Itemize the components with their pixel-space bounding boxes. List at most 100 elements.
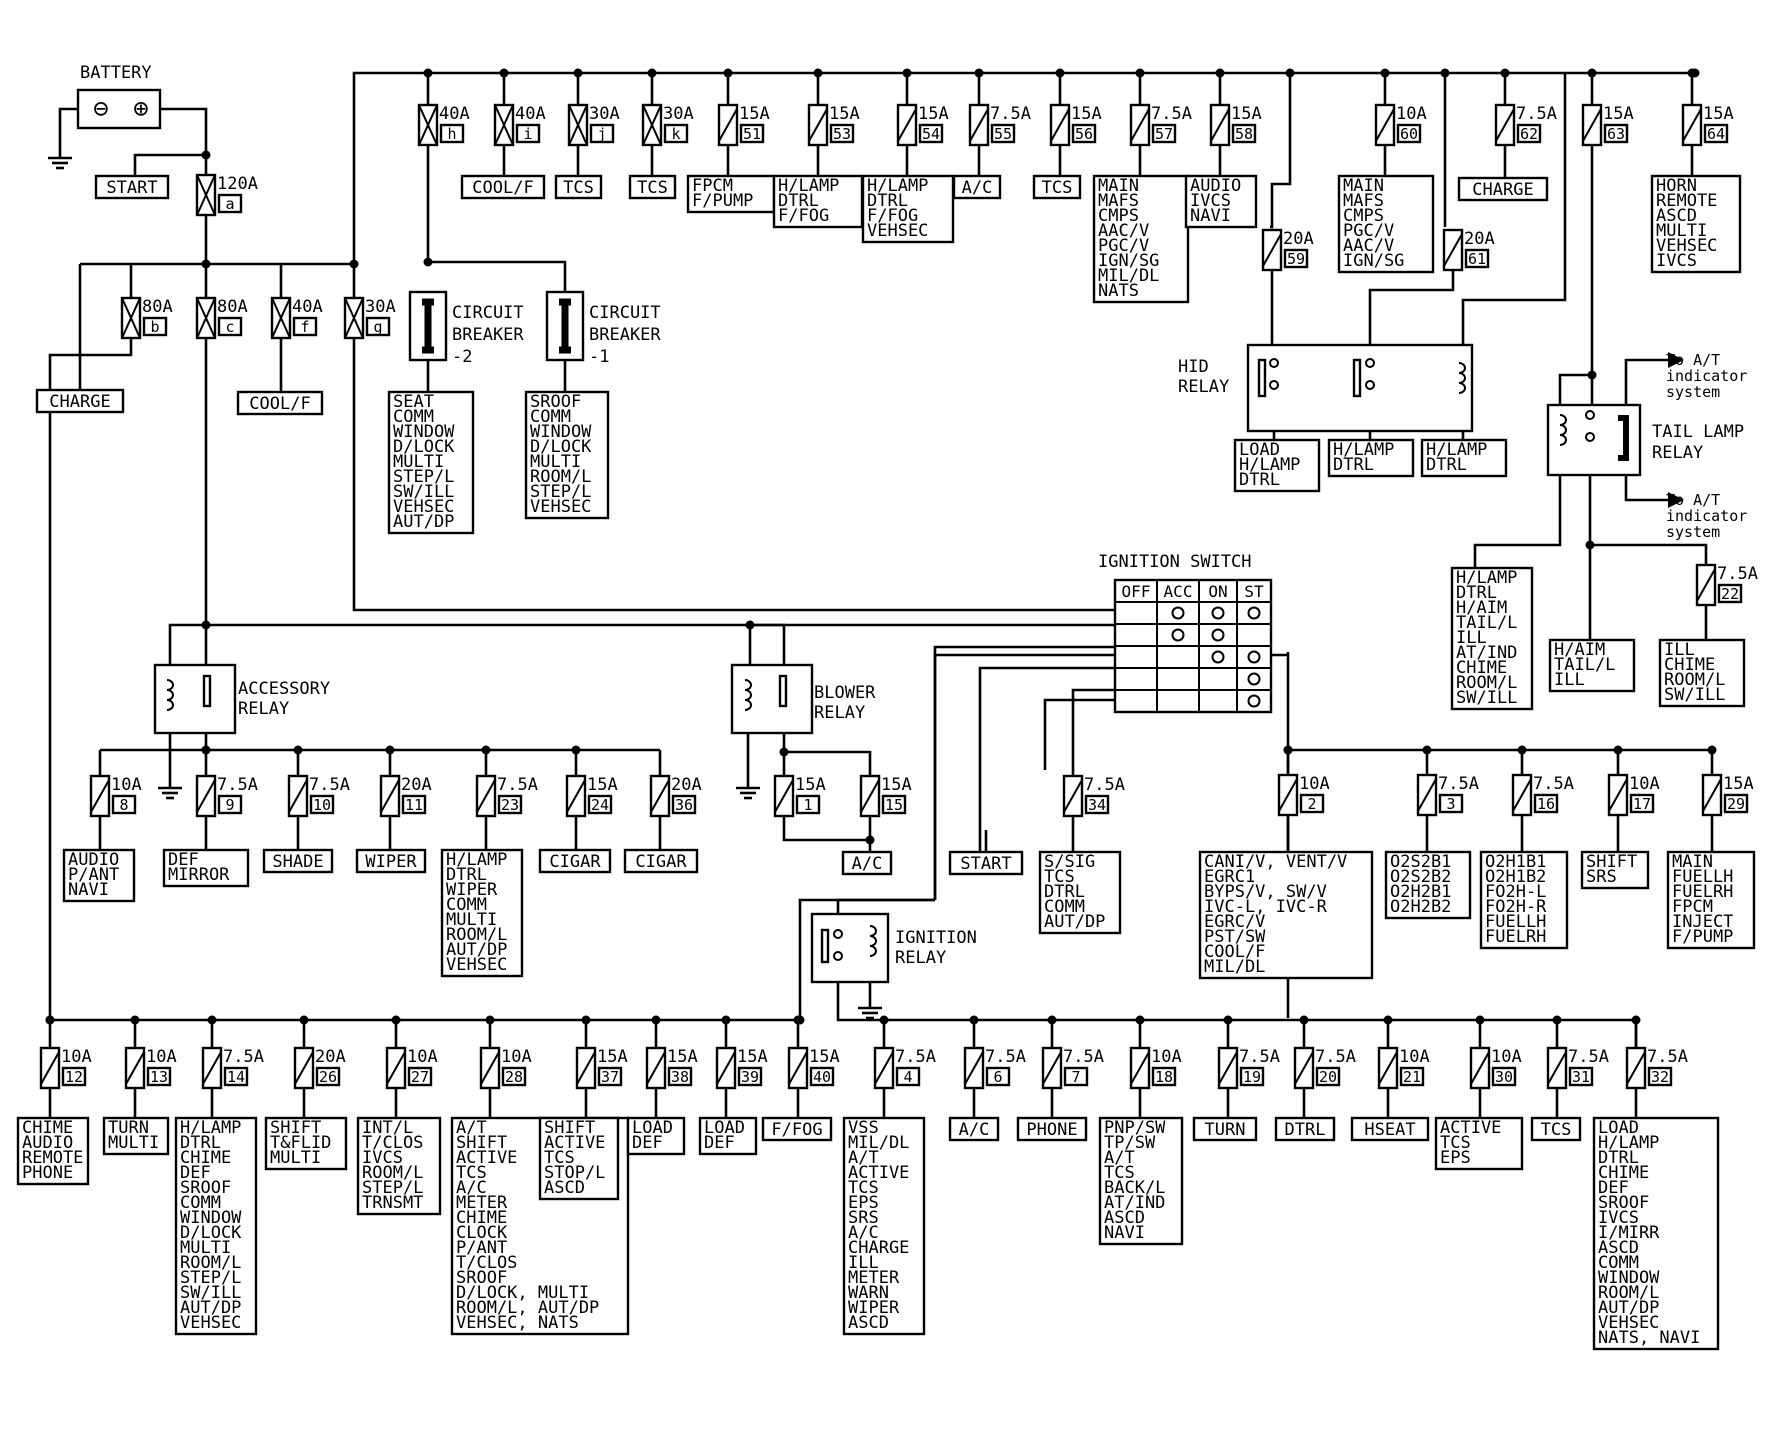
fuse-rating: 10A <box>111 775 142 795</box>
fuse-id-box <box>292 316 318 337</box>
fuse-id: 30 <box>1495 1068 1513 1086</box>
load-label: SW/ILL <box>180 1283 241 1303</box>
fuse <box>201 1046 223 1090</box>
fuse-rating: 15A <box>1723 774 1754 794</box>
fuse-id: 10 <box>313 796 331 814</box>
fuse-id: 60 <box>1400 125 1418 143</box>
load-box <box>102 1116 170 1156</box>
load-box <box>1032 174 1082 200</box>
load-label: VEHSEC <box>1656 236 1717 256</box>
switch-col-label: OFF <box>1122 582 1151 601</box>
load-label: O2H2B2 <box>1390 897 1451 917</box>
fuse <box>1469 1046 1491 1090</box>
fuse <box>293 1046 315 1090</box>
fusible-link <box>195 296 217 340</box>
fuse <box>787 1046 809 1090</box>
fuse-id-box <box>1151 1066 1177 1087</box>
fuse <box>1377 1046 1399 1090</box>
fusible-link <box>120 296 142 340</box>
load-box <box>1384 850 1472 920</box>
load-box <box>1434 1116 1524 1171</box>
load-label: MULTI <box>108 1133 159 1153</box>
fuse-id: 40 <box>813 1068 831 1086</box>
load-label: AAC/V <box>1343 236 1394 256</box>
fuse-id: 54 <box>922 125 940 143</box>
load-label: P/ANT <box>456 1238 507 1258</box>
blower-relay <box>730 663 814 735</box>
fuse-id: h <box>447 125 456 143</box>
load-label: TCS <box>1440 1133 1471 1153</box>
load-label: ASCD <box>1598 1238 1639 1258</box>
fuse-id-box <box>1063 1066 1089 1087</box>
load-label: DTRL <box>778 191 819 211</box>
load-label: IVCS <box>1656 251 1697 271</box>
switch-col-label: ST <box>1244 582 1264 601</box>
fuse-rating: 15A <box>809 1047 840 1067</box>
fuse <box>645 1046 667 1090</box>
fuse <box>1695 563 1717 607</box>
load-label: COMM <box>446 895 487 915</box>
load-box-text: A/C <box>959 1120 990 1140</box>
load-label: IVC-L, IVC-R <box>1204 897 1328 917</box>
load-label: P/ANT <box>68 865 119 885</box>
load-box <box>1233 438 1321 493</box>
relay-contact-bar <box>1352 358 1362 398</box>
load-label: VEHSEC <box>446 955 507 975</box>
load-box <box>1038 850 1122 935</box>
load-label: WINDOW <box>393 422 455 442</box>
fuse <box>385 1046 407 1090</box>
load-label: FO2H-R <box>1485 897 1547 917</box>
load-box <box>1457 176 1549 202</box>
accessory-relay-label: RELAY <box>238 699 289 719</box>
relay-contact-bar <box>778 674 788 708</box>
fuse <box>715 1046 737 1090</box>
load-box <box>162 848 250 888</box>
relay-coil <box>869 925 877 957</box>
fuse-id: 23 <box>501 796 519 814</box>
fuse-id: 32 <box>1651 1068 1669 1086</box>
fuse-rating: 20A <box>1464 229 1495 249</box>
load-label: CANI/V, VENT/V <box>1204 852 1347 872</box>
fuse-rating: 40A <box>292 297 323 317</box>
load-label: CLOCK <box>456 1223 508 1243</box>
fuse <box>873 1046 895 1090</box>
to-at-label: system <box>1666 523 1720 541</box>
fuse-id-box <box>829 123 855 144</box>
fuse-id: 16 <box>1537 795 1555 813</box>
junction-dot <box>1440 68 1450 78</box>
load-box <box>1450 566 1534 711</box>
fuse-id-box <box>1533 793 1559 814</box>
load-label: H/AIM <box>1456 598 1507 618</box>
fuse-rating: 120A <box>217 174 258 194</box>
fuse-id: 11 <box>405 796 423 814</box>
fuse <box>565 774 587 818</box>
load-label: METER <box>848 1268 900 1288</box>
fuse-id-box <box>309 794 335 815</box>
fusible-link <box>343 296 365 340</box>
fuse-id-box <box>1603 123 1629 144</box>
load-label: TCS <box>848 1178 879 1198</box>
fuse <box>1129 103 1151 147</box>
fuse-id: 58 <box>1235 125 1253 143</box>
fuse-id-box <box>1283 248 1309 269</box>
load-label: ACTIVE <box>848 1163 909 1183</box>
load-box-text: CIGAR <box>549 852 601 872</box>
load-box <box>1184 174 1258 229</box>
load-box <box>1479 850 1569 950</box>
fuse <box>287 774 309 818</box>
fuse-id: 21 <box>1403 1068 1421 1086</box>
load-label: CHIME <box>1664 655 1715 675</box>
fuse-id-box <box>918 123 944 144</box>
fuse-rating: 40A <box>515 104 546 124</box>
load-label: AUT/DP <box>180 1298 241 1318</box>
fuse-id: 24 <box>591 796 609 814</box>
load-box <box>16 1116 90 1186</box>
fuse-id: i <box>523 125 532 143</box>
fuse-id: 6 <box>993 1068 1002 1086</box>
load-box-text: WIPER <box>365 852 417 872</box>
load-label: COOL/F <box>1204 942 1265 962</box>
fuse-id: f <box>300 318 309 336</box>
load-box-text: COOL/F <box>472 178 533 198</box>
load-label: LOAD <box>632 1118 673 1138</box>
load-label: SW/ILL <box>1456 688 1517 708</box>
